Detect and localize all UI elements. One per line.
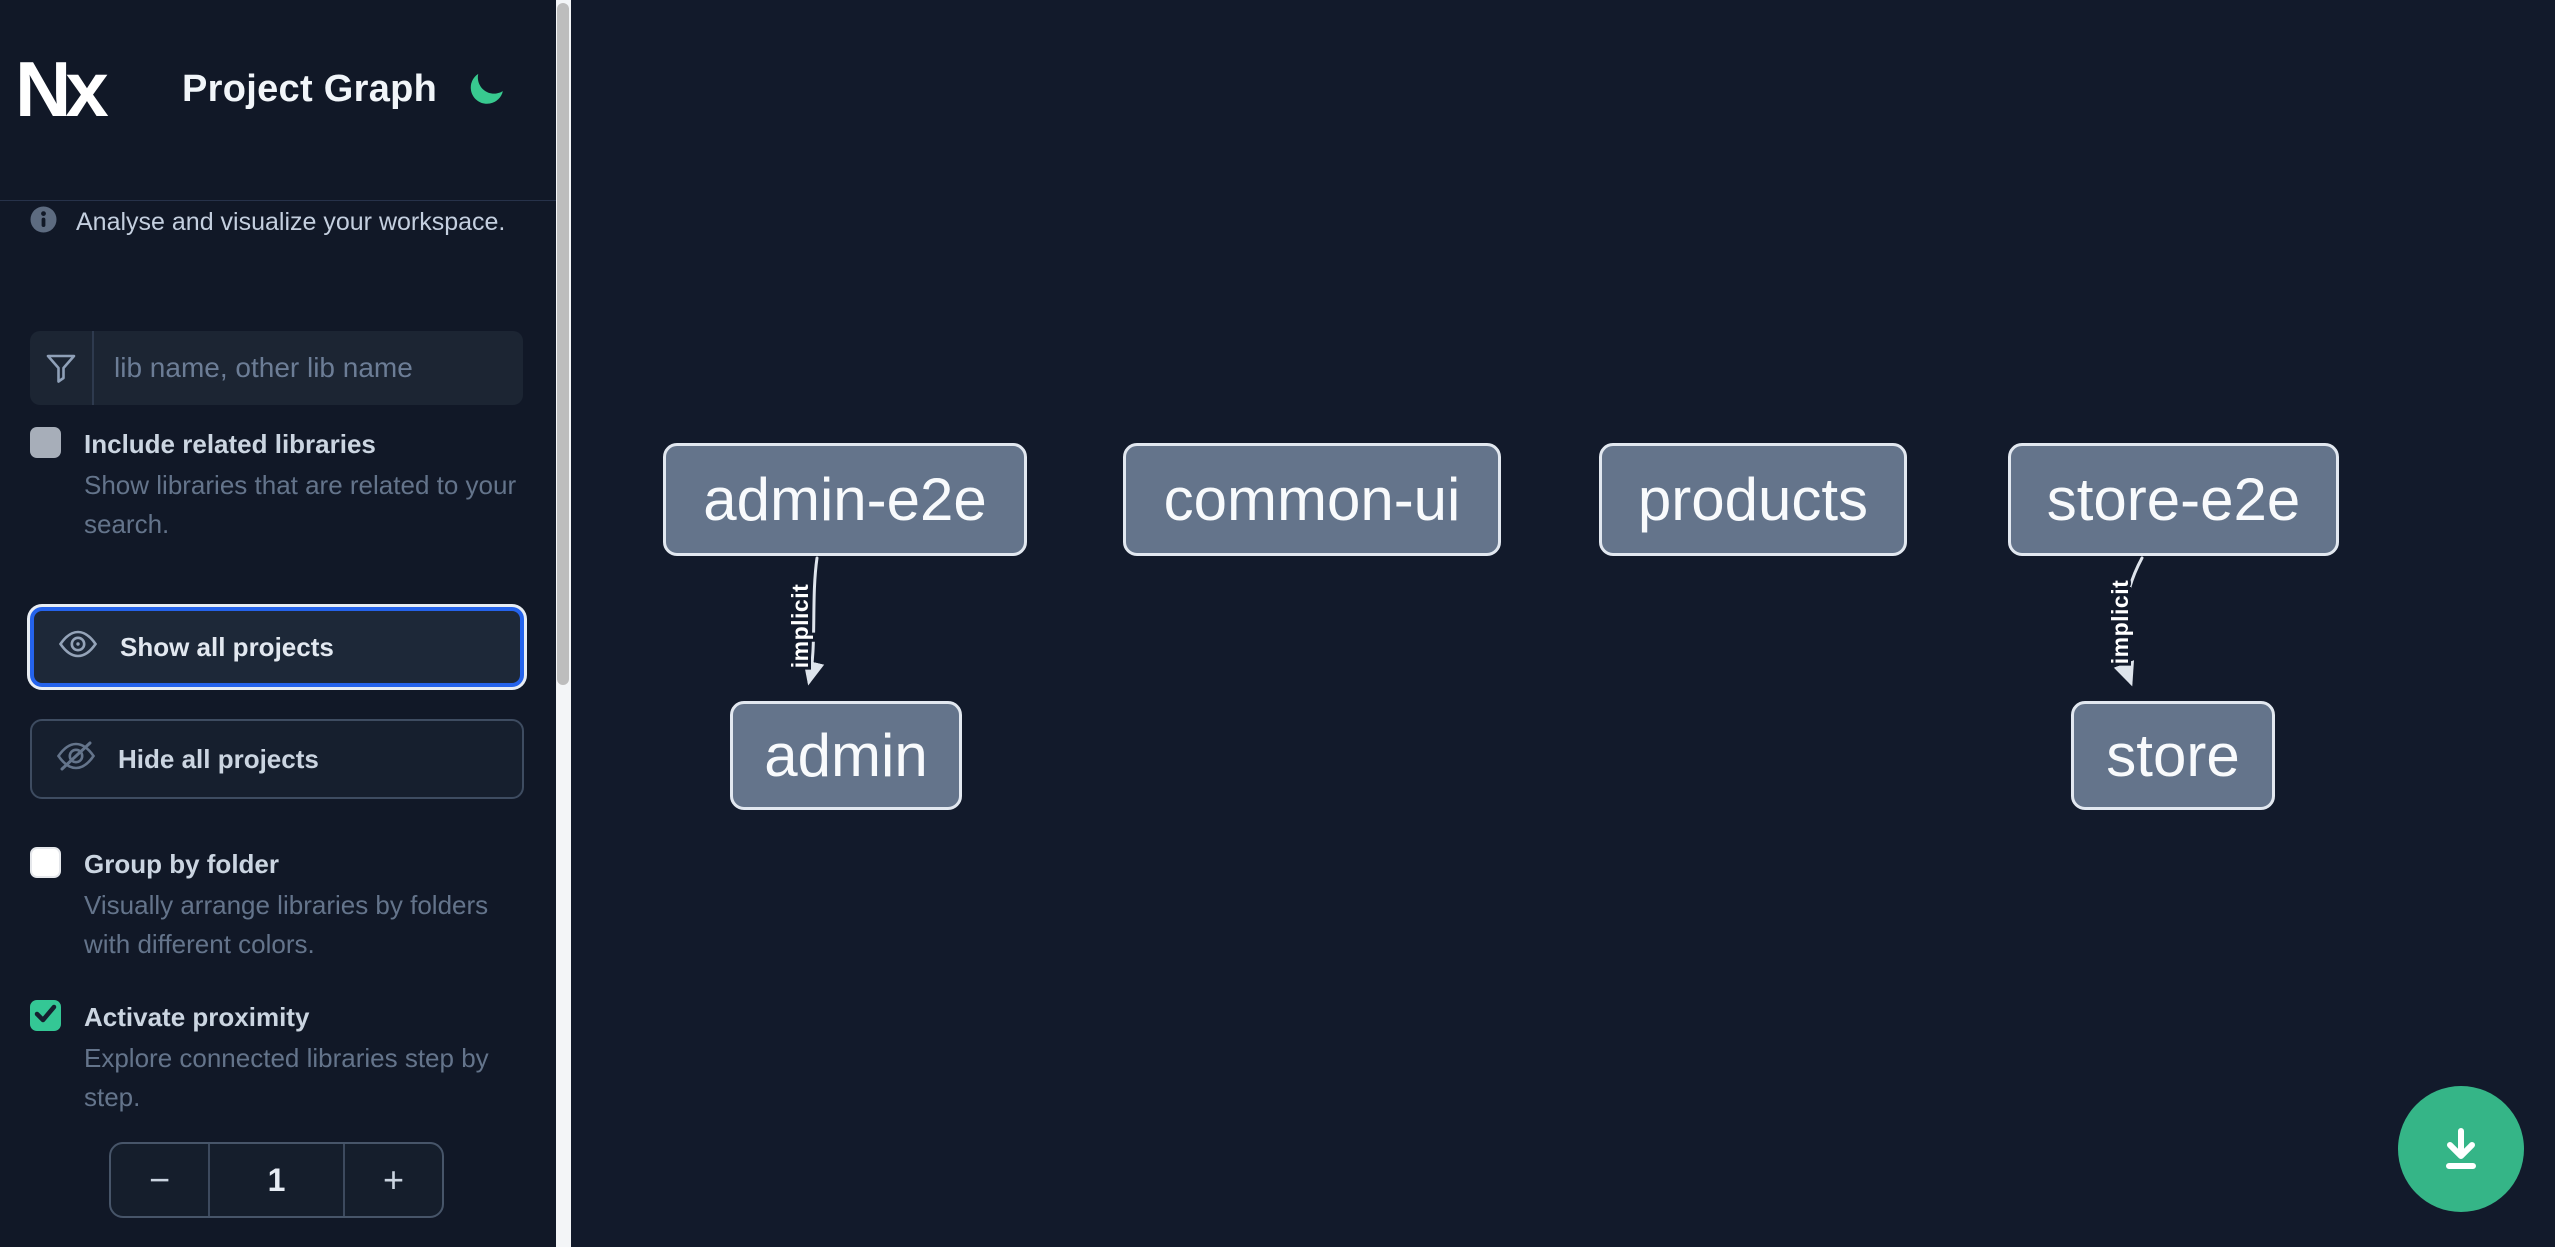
- nx-logo-icon: Nx: [15, 45, 114, 133]
- increment-button[interactable]: +: [345, 1144, 442, 1216]
- edge-admin-e2e-to-admin: [803, 556, 825, 686]
- node-store-e2e[interactable]: store-e2e: [2008, 443, 2339, 556]
- proximity-depth-stepper: − 1 +: [109, 1142, 444, 1218]
- edge-label-implicit: implicit: [2107, 580, 2133, 665]
- group-by-folder-description: Visually arrange libraries by folders wi…: [84, 890, 489, 959]
- node-label: common-ui: [1163, 466, 1461, 533]
- edge-store-e2e-to-store: [2113, 556, 2144, 687]
- node-label: store-e2e: [2046, 466, 2301, 533]
- hide-all-projects-button[interactable]: Hide all projects: [30, 719, 524, 799]
- node-label: store: [2106, 722, 2240, 789]
- hide-all-projects-label: Hide all projects: [118, 743, 319, 774]
- activate-proximity-checkbox[interactable]: [30, 1000, 61, 1031]
- info-text: Analyse and visualize your workspace.: [76, 207, 506, 236]
- page-title: Project Graph: [182, 68, 438, 110]
- node-store[interactable]: store: [2071, 701, 2275, 810]
- download-graph-button[interactable]: [2398, 1086, 2524, 1212]
- show-all-projects-button[interactable]: Show all projects: [30, 607, 524, 687]
- activate-proximity-description: Explore connected libraries step by step…: [84, 1043, 489, 1112]
- search-box: [30, 331, 523, 405]
- node-common-ui[interactable]: common-ui: [1123, 443, 1501, 556]
- node-label: admin: [764, 722, 928, 789]
- include-related-description: Show libraries that are related to your …: [84, 470, 517, 539]
- theme-toggle-button[interactable]: [464, 68, 508, 112]
- eye-slash-icon: [56, 740, 96, 779]
- nx-logo: Nx: [15, 45, 138, 137]
- info-row: Analyse and visualize your workspace.: [30, 206, 505, 238]
- include-related-label: Include related libraries: [84, 429, 376, 459]
- nx-logo-text: Nx: [18, 50, 108, 132]
- group-by-folder-label: Group by folder: [84, 849, 279, 879]
- sidebar-scrollbar-track[interactable]: [556, 0, 571, 1247]
- decrement-button[interactable]: −: [111, 1144, 208, 1216]
- sidebar-header: Nx Project Graph: [0, 0, 556, 201]
- download-icon: [2433, 1120, 2489, 1179]
- include-related-checkbox[interactable]: [30, 427, 61, 458]
- node-label: products: [1637, 466, 1869, 533]
- node-products[interactable]: products: [1599, 443, 1907, 556]
- node-label: admin-e2e: [703, 466, 987, 533]
- sidebar: Nx Project Graph Analyse and visualize y…: [0, 0, 556, 1247]
- moon-icon: [466, 73, 506, 112]
- funnel-icon: [30, 331, 94, 405]
- eye-icon: [58, 629, 98, 666]
- proximity-depth-value[interactable]: 1: [208, 1144, 345, 1216]
- edge-label-implicit: implicit: [787, 584, 813, 669]
- node-admin-e2e[interactable]: admin-e2e: [663, 443, 1027, 556]
- group-by-folder-checkbox[interactable]: [30, 847, 61, 878]
- activate-proximity-label: Activate proximity: [84, 1002, 310, 1032]
- graph-canvas[interactable]: implicit implicit admin-e2e common-ui pr…: [571, 0, 2555, 1247]
- check-icon: [30, 998, 61, 1034]
- node-admin[interactable]: admin: [730, 701, 962, 810]
- info-icon: [30, 206, 57, 238]
- graph-edges-layer: implicit implicit: [784, 556, 2144, 687]
- filter-projects-input[interactable]: [94, 331, 523, 405]
- show-all-projects-label: Show all projects: [120, 631, 334, 662]
- sidebar-scrollbar-thumb[interactable]: [557, 3, 569, 685]
